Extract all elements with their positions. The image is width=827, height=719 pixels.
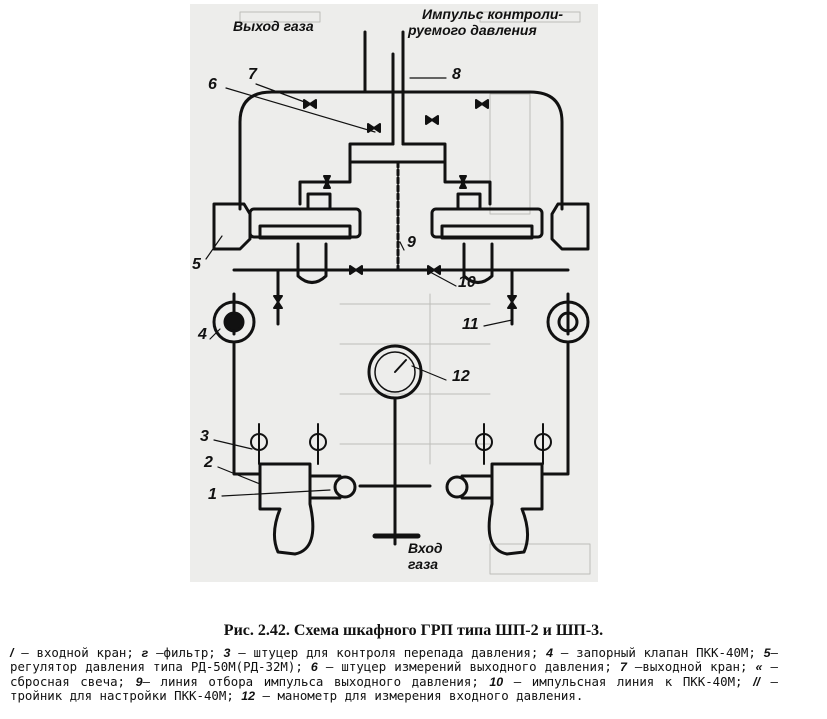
legend-number: 5 [763,646,771,660]
filter-right [487,462,544,556]
manometer-inner [374,351,416,393]
inlet-valve-left-ball [333,475,357,499]
legend-text: —выходной кран; [626,659,756,675]
regulator-left-body [248,207,362,239]
legend-text: — штуцер для контроля перепада давления; [230,645,547,660]
regulator-right-diaphragm [440,224,534,240]
callout-6: 6 [208,76,217,93]
label-inlet-line1: Вход [408,540,443,556]
legend-number: 4 [546,646,554,660]
impulse-to-header-r [401,142,447,164]
legend-number: 7 [619,660,627,675]
manometer-needle [394,359,407,373]
legend-text: — сбросная свеча; [10,659,778,689]
inlet-valve-right [460,474,494,500]
callout-12: 12 [452,368,470,385]
central-header-left [298,160,352,206]
label-inlet-line2: газа [408,556,439,572]
label-impulse-line1: Импульс контроли- [422,6,564,22]
callout-2: 2 [204,454,213,471]
pilot-left [296,242,328,284]
callout-3: 3 [200,428,209,445]
legend-text: — штуцер измерений выходного давления; [317,659,620,675]
callout-7: 7 [248,66,257,83]
outlet-manifold-pipe [238,90,564,211]
callout-8: 8 [452,66,461,83]
legend-number: 10 [489,674,504,689]
legend-number: / [10,646,14,660]
shutoff-valve-right-core [557,311,579,333]
callout-1: 1 [208,486,217,503]
legend-text: — линия отбора импульса выходного давлен… [142,673,490,689]
schematic-drawing [205,11,591,575]
figure-caption-title: Рис. 2.42. Схема шкафного ГРП типа ШП-2 … [223,622,604,639]
inlet-valve-right-ball [445,475,469,499]
figure-caption-legend: / — входной кран; г —фильтр; 3 — штуцер … [10,645,778,704]
leader-lines [205,77,513,497]
legend-number: 9 [135,674,143,689]
regulator-right-body [430,207,544,239]
shutoff-valve-right [546,300,590,344]
callout-4: 4 [198,326,207,343]
regulator-right-cap [456,192,482,211]
legend-text: — импульсная линия к ПКК-40М; [503,673,754,689]
legend-text: — входной кран; [13,645,142,660]
filter-left [258,462,315,556]
pilot-right [462,242,494,284]
legend-number: « [755,660,763,675]
central-header [348,160,492,206]
legend-text: —тройник для настройки ПКК-40М; [10,673,778,704]
impulse-to-header [348,142,395,164]
regulator-left-cap [306,192,332,211]
legend-number: 6 [310,660,318,675]
regulator-left-diaphragm [258,224,352,240]
left-lower-pipe [232,342,262,476]
right-lower-pipe [540,342,570,476]
shutoff-valve-left [212,300,256,344]
legend-text: — запорный клапан ПКК-40М; [553,645,764,660]
legend-number: г [141,646,149,660]
legend-text: — манометр для измерения входного давлен… [255,688,584,704]
regulator-right-housing [550,202,590,251]
label-impulse-line2: руемого давления [408,22,537,38]
background-table-ghost [239,11,591,575]
callout-9: 9 [407,234,416,251]
label-gas-outlet: Выход газа [233,18,314,34]
callout-10: 10 [458,274,476,291]
legend-number: // [753,674,760,689]
grp-schematic-figure: Выход газа Импульс контроли- руемого дав… [190,4,598,582]
shutoff-valve-left-core [223,311,245,333]
legend-text: —фильтр; [148,645,224,660]
legend-number: 12 [241,689,256,704]
callout-11: 11 [462,316,479,333]
callout-5: 5 [192,256,201,273]
legend-number: 3 [223,646,231,660]
regulator-left-housing [212,202,252,251]
inlet-valve-left [308,474,342,500]
dp-fittings [250,423,552,465]
legend-text: —регулятор давления типа РД-50М(РД-32М); [10,645,778,675]
